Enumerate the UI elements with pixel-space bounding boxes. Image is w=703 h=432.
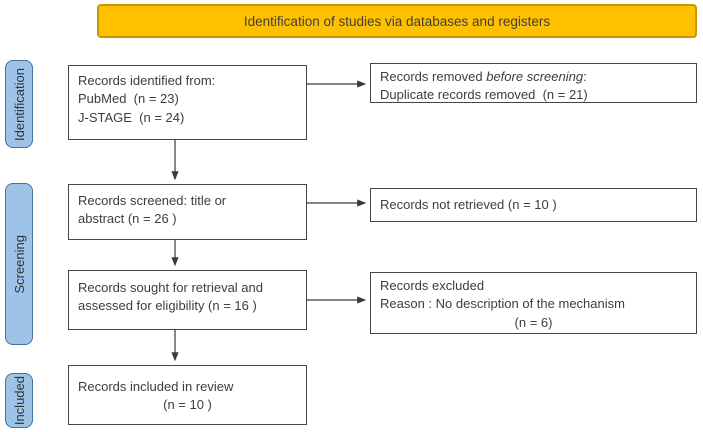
box-records-not-retrieved: Records not retrieved (n = 10 ) [370,188,697,222]
stage-label-included-text: Included [11,375,27,426]
sought-line-1: Records sought for retrieval and [78,280,263,295]
box-records-identified: Records identified from: PubMed (n = 23)… [68,65,307,140]
excluded-count-line: (n = 6) [514,314,553,330]
removed-line-1-suffix: : [583,69,587,84]
identified-line-2: PubMed (n = 23) [78,91,179,107]
stage-label-identification: Identification [5,60,33,148]
stage-label-screening: Screening [5,183,33,345]
identified-line-3: J-STAGE (n = 24) [78,109,185,125]
identified-line-1: Records identified from: [78,73,216,88]
box-records-sought: Records sought for retrieval and assesse… [68,270,307,330]
stage-label-included: Included [5,373,33,428]
included-count-line: (n = 10 ) [163,397,212,413]
sought-line-2: assessed for eligibility (n = 16 ) [78,298,257,314]
included-line-1: Records included in review [78,379,234,394]
not-retrieved-line-1: Records not retrieved (n = 10 ) [380,197,557,212]
removed-line-1: Records removed before screening: [380,68,687,86]
banner-identification-via-databases: Identification of studies via databases … [97,4,697,38]
stage-label-screening-text: Screening [11,234,27,294]
screened-line-1: Records screened: title or [78,193,227,208]
screened-line-2: abstract (n = 26 ) [78,211,177,227]
box-records-removed: Records removed before screening: Duplic… [370,63,697,103]
removed-line-2: Duplicate records removed (n = 21) [380,87,588,103]
banner-label: Identification of studies via databases … [243,13,551,29]
box-records-included: Records included in review (n = 10 ) [68,365,307,425]
stage-label-identification-text: Identification [11,67,27,141]
removed-line-1-prefix: Records removed [380,69,487,84]
excluded-line-2: Reason : No description of the mechanism [380,296,625,312]
box-records-screened: Records screened: title or abstract (n =… [68,184,307,240]
excluded-line-1: Records excluded [380,278,485,293]
removed-line-1-italic: before screening [486,69,584,84]
box-records-excluded: Records excluded Reason : No description… [370,272,697,334]
